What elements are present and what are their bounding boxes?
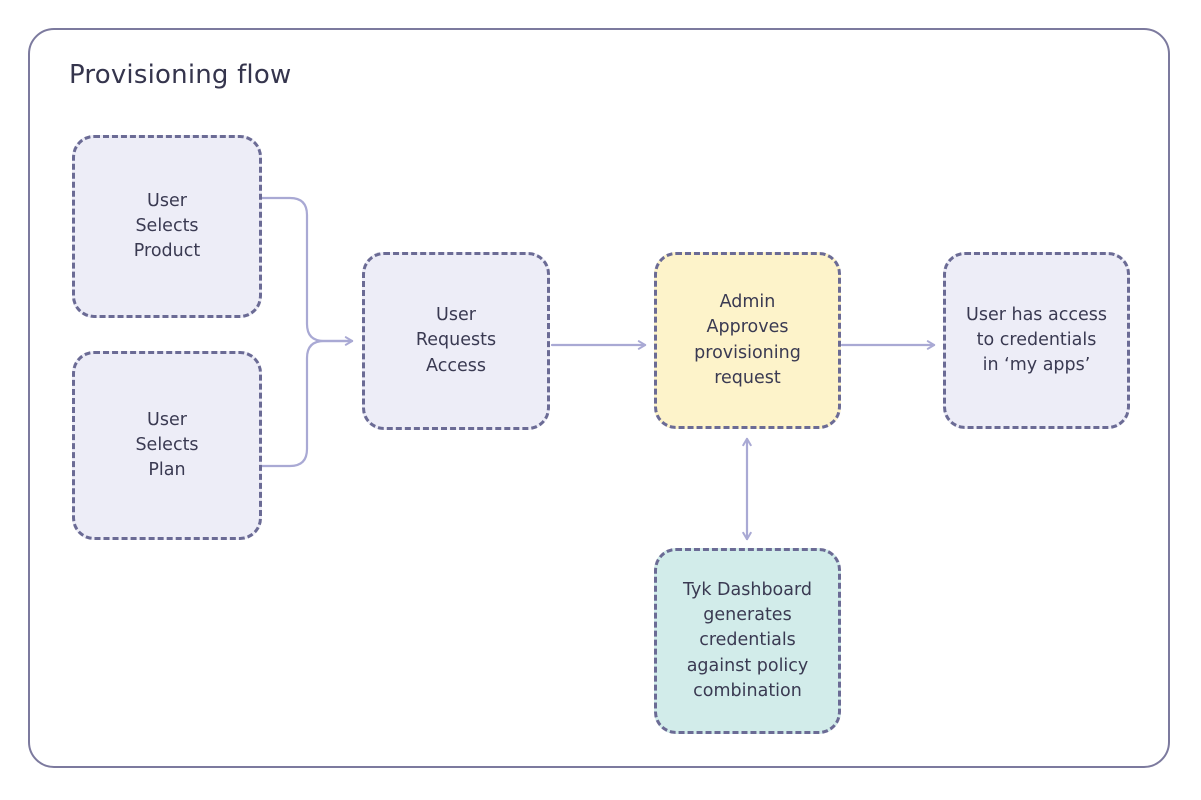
node-label: User has access to credentials in ‘my ap…: [966, 304, 1107, 375]
node-label: User Requests Access: [415, 305, 497, 376]
node-label: Tyk Dashboard generates credentials agai…: [683, 580, 812, 701]
node-user-selects-plan[interactable]: User Selects Plan: [72, 351, 262, 540]
node-tyk-dashboard-generates-credentials[interactable]: Tyk Dashboard generates credentials agai…: [654, 548, 841, 734]
node-label: Admin Approves provisioning request: [694, 292, 801, 388]
node-user-has-access-to-credentials[interactable]: User has access to credentials in ‘my ap…: [943, 252, 1130, 429]
node-label: User Selects Plan: [135, 409, 199, 480]
node-user-requests-access[interactable]: User Requests Access: [362, 252, 550, 430]
diagram-frame: [28, 28, 1170, 768]
node-admin-approves-provisioning-request[interactable]: Admin Approves provisioning request: [654, 252, 841, 429]
page-title: Provisioning flow: [69, 60, 292, 90]
node-label: User Selects Product: [133, 190, 201, 261]
node-user-selects-product[interactable]: User Selects Product: [72, 135, 262, 318]
